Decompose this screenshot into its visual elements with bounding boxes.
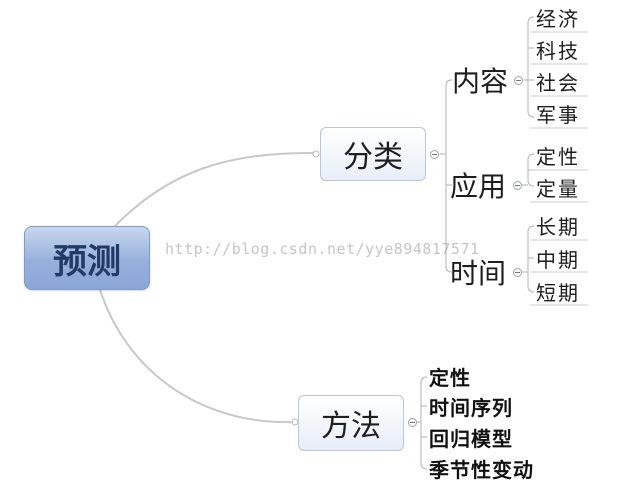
connector-shijian-items bbox=[522, 225, 535, 293]
leaf-node[interactable]: 中期 bbox=[536, 247, 580, 272]
collapse-toggle-icon[interactable] bbox=[513, 181, 522, 190]
leaf-node[interactable]: 定性 bbox=[536, 144, 580, 169]
collapse-toggle-icon[interactable] bbox=[408, 418, 417, 427]
leaf-node[interactable]: 定量 bbox=[536, 176, 580, 201]
leaf-node[interactable]: 短期 bbox=[536, 280, 580, 305]
method-item[interactable]: 时间序列 bbox=[429, 395, 513, 420]
collapse-toggle-icon[interactable] bbox=[513, 268, 522, 277]
branch-node-fenlei[interactable]: 分类 bbox=[320, 127, 426, 181]
root-node[interactable]: 预测 bbox=[24, 226, 150, 290]
method-item[interactable]: 定性 bbox=[429, 365, 471, 390]
watermark-text: http://blog.csdn.net/yye894817571 bbox=[165, 240, 480, 258]
group-node-neirong[interactable]: 内容 bbox=[452, 65, 509, 98]
leaf-node[interactable]: 军事 bbox=[536, 102, 580, 127]
method-item[interactable]: 季节性变动 bbox=[429, 457, 534, 482]
leaf-node[interactable]: 经济 bbox=[536, 6, 580, 31]
connector-root-fenlei bbox=[114, 151, 316, 227]
connector-fenlei-groups bbox=[440, 79, 453, 273]
leaf-node[interactable]: 科技 bbox=[536, 38, 580, 63]
collapse-toggle-icon[interactable] bbox=[514, 76, 523, 85]
connector-neirong-items bbox=[524, 16, 535, 118]
leaf-node[interactable]: 社会 bbox=[536, 70, 580, 95]
group-node-shijian[interactable]: 时间 bbox=[450, 257, 507, 290]
leaf-node[interactable]: 长期 bbox=[536, 214, 580, 239]
branch-node-fangfa[interactable]: 方法 bbox=[298, 395, 404, 451]
connector-root-fangfa bbox=[99, 289, 295, 424]
method-item[interactable]: 回归模型 bbox=[429, 426, 513, 451]
group-node-yingyong[interactable]: 应用 bbox=[450, 170, 507, 203]
collapse-toggle-icon[interactable] bbox=[430, 150, 439, 159]
connector-fangfa-items bbox=[417, 376, 428, 470]
